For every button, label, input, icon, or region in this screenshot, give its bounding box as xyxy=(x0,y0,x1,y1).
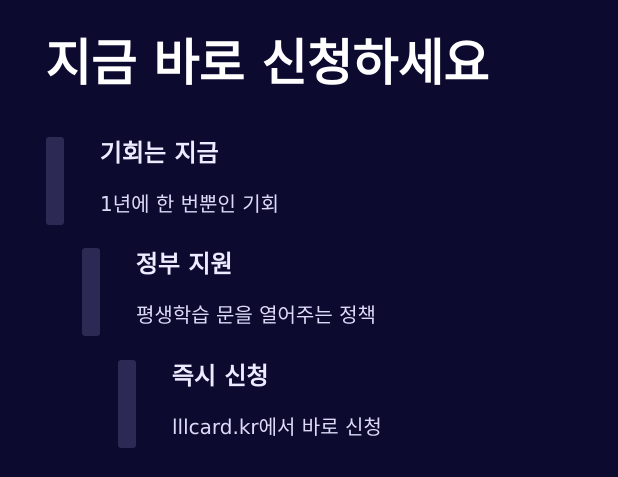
step-accent-bar xyxy=(118,360,136,448)
step-heading: 즉시 신청 xyxy=(172,362,269,390)
step-accent-bar xyxy=(46,137,64,225)
step-description: 1년에 한 번뿐인 기회 xyxy=(100,192,279,216)
step-accent-bar xyxy=(82,248,100,336)
step-description: 평생학습 문을 열어주는 정책 xyxy=(136,303,376,327)
step-description: lllcard.kr에서 바로 신청 xyxy=(172,415,382,439)
step-heading: 기회는 지금 xyxy=(100,139,219,167)
page-title: 지금 바로 신청하세요 xyxy=(46,34,490,92)
step-heading: 정부 지원 xyxy=(136,250,233,278)
